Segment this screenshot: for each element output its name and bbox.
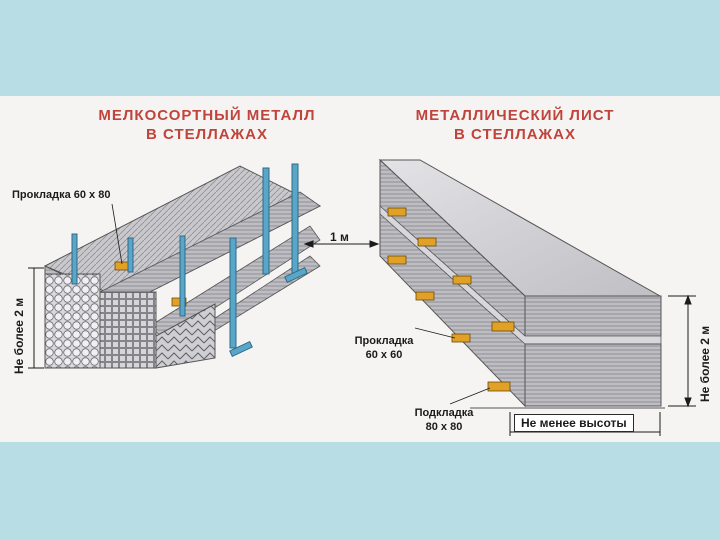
bar-ends [99, 291, 157, 369]
gap-1m-label: 1 м [330, 230, 349, 244]
underlay-label: Подкладка 80 х 80 [404, 406, 484, 434]
left-title-line1: МЕЛКОСОРТНЫЙ МЕТАЛЛ [98, 107, 316, 124]
underlay-line2: 80 х 80 [425, 421, 463, 433]
angle-ends [155, 303, 216, 369]
width-dimension [509, 412, 661, 436]
underlay-line1: Подкладка [414, 407, 474, 419]
left-height-dimension [28, 267, 44, 369]
right-title: МЕТАЛЛИЧЕСКИЙ ЛИСТ В СТЕЛЛАЖАХ [390, 106, 640, 144]
illustration-panel: МЕЛКОСОРТНЫЙ МЕТАЛЛ В СТЕЛЛАЖАХ МЕТАЛЛИЧ… [0, 96, 720, 442]
right-height-dimension [668, 294, 696, 408]
gap-dimension [303, 240, 380, 248]
storage-diagram [28, 158, 696, 436]
right-title-line2: В СТЕЛЛАЖАХ [454, 126, 576, 143]
spacer-60x60-label: Прокладка 60 х 60 [348, 334, 420, 362]
left-title: МЕЛКОСОРТНЫЙ МЕТАЛЛ В СТЕЛЛАЖАХ [72, 106, 342, 144]
right-title-line1: МЕТАЛЛИЧЕСКИЙ ЛИСТ [415, 107, 615, 124]
leader-lines [111, 203, 491, 405]
right-max-height-label: Не более 2 м [698, 325, 712, 402]
spacer-60x80-label: Прокладка 60 х 80 [12, 189, 111, 201]
right-rack [378, 158, 665, 409]
spacer-60x60-line1: Прокладка [354, 335, 414, 347]
left-max-height-label: Не более 2 м [12, 297, 26, 374]
spacer-60x60-line2: 60 х 60 [365, 349, 403, 361]
pipe-ends [44, 273, 101, 369]
not-less-height-label: Не менее высоты [514, 414, 634, 432]
left-rack [43, 163, 322, 369]
left-title-line2: В СТЕЛЛАЖАХ [146, 126, 268, 143]
